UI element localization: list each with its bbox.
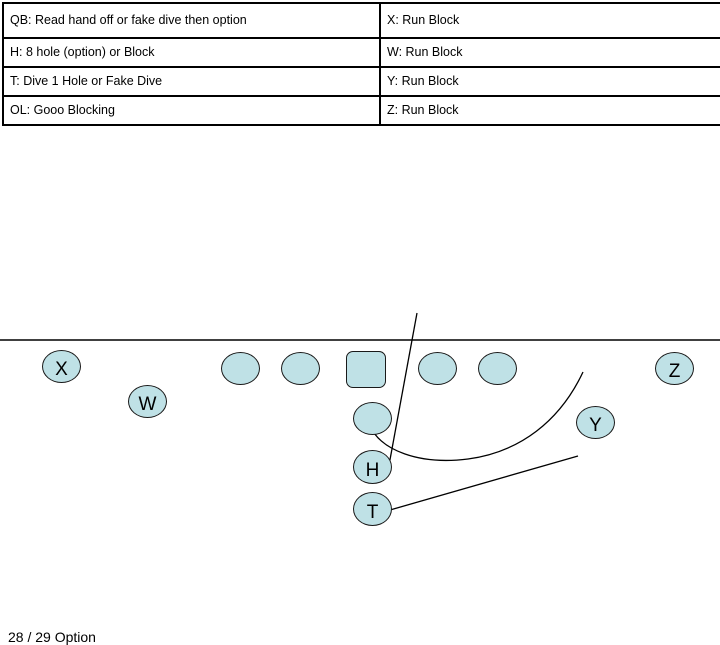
- player-x[interactable]: X: [42, 350, 81, 383]
- assignment-table-body: QB: Read hand off or fake dive then opti…: [2, 2, 720, 126]
- qb-option-route-curve: [368, 371, 584, 461]
- player-left-guard[interactable]: [281, 352, 320, 385]
- player-left-tackle[interactable]: [221, 352, 260, 385]
- play-diagram-canvas: [0, 312, 720, 511]
- player-z[interactable]: Z: [655, 352, 694, 385]
- player-t-label: T: [366, 501, 379, 523]
- assignment-table: QB: Read hand off or fake dive then opti…: [2, 2, 720, 126]
- player-h-label: H: [365, 459, 380, 481]
- table-row: T: Dive 1 Hole or Fake Dive Y: Run Block: [2, 66, 720, 97]
- table-row: QB: Read hand off or fake dive then opti…: [2, 2, 720, 39]
- player-t[interactable]: T: [353, 492, 392, 526]
- assignment-cell-y: Y: Run Block: [379, 66, 720, 97]
- play-diagram: X W Z Y H T 28 / 29 Option: [0, 121, 720, 644]
- assignment-cell-h: H: 8 hole (option) or Block: [2, 37, 381, 68]
- player-x-label: X: [55, 359, 68, 380]
- player-w-label: W: [138, 394, 157, 415]
- assignment-cell-x: X: Run Block: [379, 2, 720, 39]
- assignment-cell-z: Z: Run Block: [379, 95, 720, 126]
- player-center[interactable]: [346, 351, 386, 388]
- player-right-guard[interactable]: [418, 352, 457, 385]
- player-w[interactable]: W: [128, 385, 167, 418]
- qb-keep-route-line: [386, 312, 418, 477]
- table-row: OL: Gooo Blocking Z: Run Block: [2, 95, 720, 126]
- assignment-cell-qb: QB: Read hand off or fake dive then opti…: [2, 2, 381, 39]
- t-dive-route-line: [389, 455, 579, 511]
- assignment-cell-ol: OL: Gooo Blocking: [2, 95, 381, 126]
- play-title: 28 / 29 Option: [8, 629, 96, 645]
- player-qb[interactable]: [353, 402, 392, 435]
- assignment-cell-w: W: Run Block: [379, 37, 720, 68]
- player-y-label: Y: [589, 415, 602, 436]
- player-y[interactable]: Y: [576, 406, 615, 439]
- player-z-label: Z: [668, 361, 681, 382]
- player-h[interactable]: H: [353, 450, 392, 484]
- player-right-tackle[interactable]: [478, 352, 517, 385]
- assignment-cell-t: T: Dive 1 Hole or Fake Dive: [2, 66, 381, 97]
- table-row: H: 8 hole (option) or Block W: Run Block: [2, 37, 720, 68]
